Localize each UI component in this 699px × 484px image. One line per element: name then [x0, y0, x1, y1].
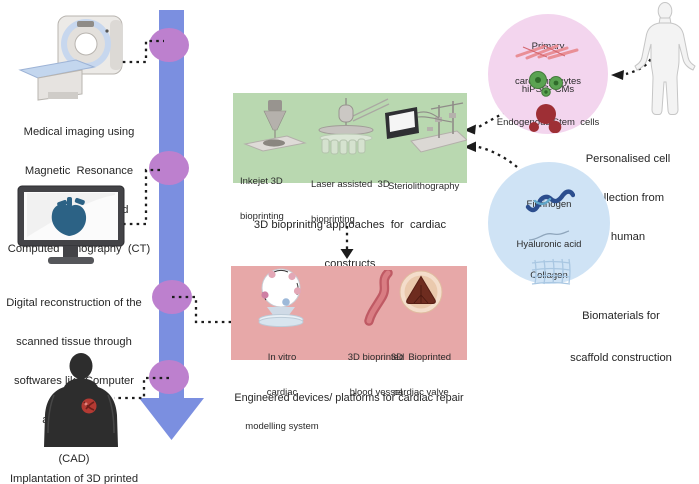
arrowhead-human: [611, 70, 624, 80]
devices-item-label-valve: 3D Bioprinted cardiac valve: [390, 352, 452, 398]
cells-label-cardiomyocytes: Primary cardiomyocytes: [515, 41, 581, 87]
workflow-arrow: [139, 10, 204, 440]
stem-cells-icon: [529, 104, 562, 133]
workflow-node-reconstruction: [149, 151, 189, 185]
human-torso-icon: [44, 353, 118, 447]
connector-monitor-node: [123, 168, 164, 226]
blood-vessel-icon: [364, 270, 393, 326]
human-figure-icon: [634, 2, 696, 115]
devices-item-label-vessel: 3D bioprinted blood vessel: [347, 352, 405, 398]
cells-circle-caption: Personalised cell collection from human: [585, 153, 671, 243]
stereolithography-icon: [385, 101, 467, 153]
in-vitro-modelling-icon: [258, 268, 304, 327]
biomaterials-circle: [488, 162, 610, 284]
arrowhead-cells: [464, 124, 476, 135]
connector-node-devices: [172, 295, 231, 324]
step-label-digital-reconstruction: Digital reconstruction of the scanned ti…: [6, 297, 142, 465]
bioprinting-item-label-inkjet: Inkejet 3D bioprinting: [240, 176, 284, 222]
hyaluronic-acid-icon: [528, 230, 570, 241]
workflow-node-imaging: [149, 28, 189, 62]
arrowhead-down: [340, 249, 354, 259]
devices-item-label-invitro: In vitro cardiac modelling system: [245, 352, 319, 432]
cells-label-hipsc: hiPSC- CMs: [521, 84, 575, 95]
collagen-icon: [531, 258, 571, 285]
arrowhead-biomaterials: [464, 141, 476, 152]
fibrinogen-icon: [525, 189, 575, 213]
bioprinting-item-label-stereo: Steriolithography: [388, 181, 460, 192]
devices-panel-caption: Engineered devices/ platforms for cardia…: [234, 392, 464, 404]
cardiac-valve-icon: [399, 270, 443, 314]
implanted-heart-icon: [81, 398, 97, 414]
mri-scanner-icon: [18, 15, 123, 101]
connector-node-torso: [114, 376, 169, 400]
step-label-implantation: Implantation of 3D printed patches, bloo…: [9, 473, 139, 484]
bioprinting-panel-caption: 3D bioprinitng approaches for cardiac co…: [253, 219, 447, 270]
biomaterials-label-fibrinogen: Fibrinogen: [526, 199, 572, 210]
connector-mri-node: [116, 39, 164, 64]
connector-biomaterials-bioprinting: [477, 145, 518, 168]
biomaterials-label-hyaluronic: Hyaluronic acid: [516, 239, 582, 250]
inkjet-bioprinter-icon: [243, 100, 307, 152]
cells-label-endogenous: Endogenous Stem cells: [496, 117, 600, 128]
cad-monitor-icon: [17, 185, 125, 264]
laser-bioprinter-icon: [318, 98, 390, 155]
cardiomyocyte-cells-icon: [515, 44, 579, 60]
bioprinting-item-label-laser: Laser assisted 3D bioprinting: [311, 179, 390, 225]
biomaterials-circle-caption: Biomaterials for scaffold construction: [570, 310, 672, 364]
hipsc-cells-icon: [529, 71, 563, 97]
